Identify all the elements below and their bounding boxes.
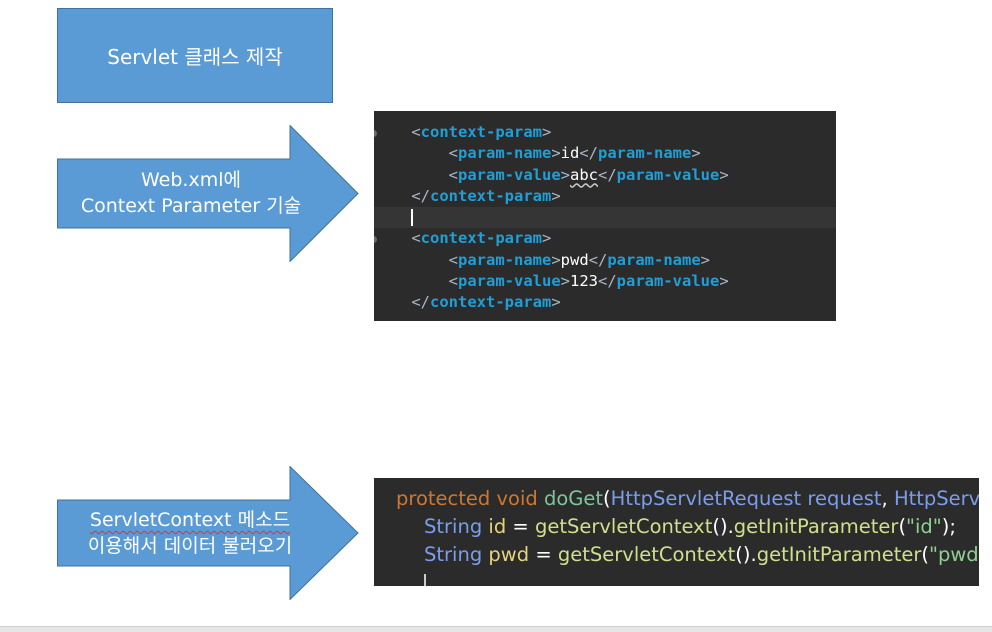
java-line-2: String id = getServletContext().getInitP… (424, 515, 956, 538)
xml-line-5-current (374, 207, 836, 229)
xml-line-4: </context-param> (411, 186, 561, 205)
step2-label-line1: Web.xml에 (141, 169, 241, 191)
xml-line-6: <context-param> (374, 228, 836, 249)
xml-line-7: <param-name>pwd</param-name> (448, 250, 711, 269)
fold-marker-icon (374, 130, 377, 137)
step2-arrow: Web.xml에 Context Parameter 기술 (57, 125, 359, 262)
step3-arrow: ServletContext 메소드 이용해서 데이터 불러오기 (57, 466, 359, 600)
xml-line-2: <param-name>id</param-name> (448, 144, 701, 163)
xml-line-3: <param-value>abc</param-value> (448, 165, 729, 184)
fold-marker-icon (374, 236, 377, 244)
xml-line-9: </context-param> (411, 293, 561, 312)
step3-label-line1: ServletContext 메소드 (89, 509, 291, 531)
java-line-1: protected void doGet(HttpServletRequest … (396, 487, 979, 510)
text-caret (424, 573, 426, 586)
java-line-4 (374, 569, 979, 586)
xml-line-1: <context-param> (374, 122, 836, 143)
step3-label-line2: 이용해서 데이터 불러오기 (87, 535, 293, 557)
bottom-divider (0, 626, 992, 632)
step1-box: Servlet 클래스 제작 (57, 8, 333, 103)
text-caret (411, 209, 414, 227)
step1-label: Servlet 클래스 제작 (107, 45, 283, 69)
step2-label-line2: Context Parameter 기술 (80, 195, 302, 217)
xml-code-panel: <context-param> <param-name>id</param-na… (374, 111, 836, 321)
xml-line-8: <param-value>123</param-value> (448, 272, 729, 291)
java-line-3: String pwd = getServletContext().getInit… (424, 543, 979, 566)
java-code-panel: protected void doGet(HttpServletRequest … (374, 478, 979, 586)
